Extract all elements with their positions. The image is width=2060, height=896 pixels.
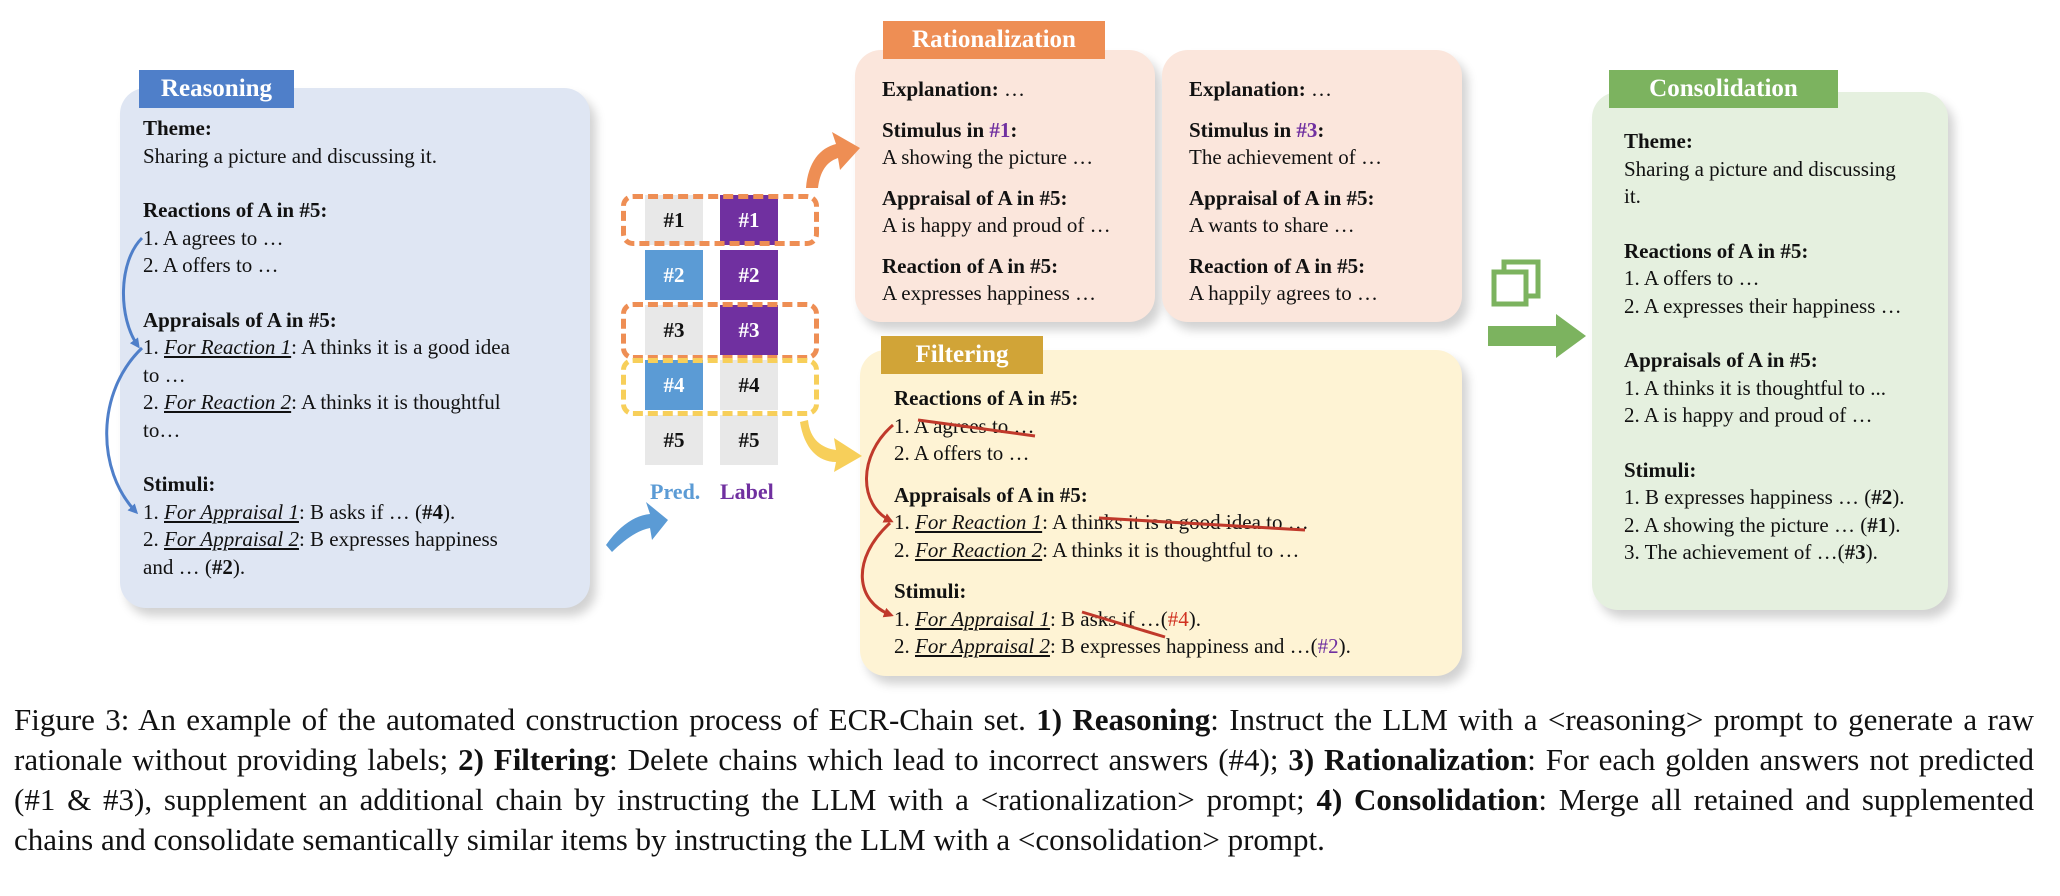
filtering-stimulus-1: 1. For Appraisal 1: B asks if …(#4). [894, 606, 1202, 631]
reasoning-reaction-1: 1. A agrees to … [143, 225, 284, 250]
rational-right-reaction-label: Reaction of A in #5: [1189, 253, 1366, 278]
rational-left-appraisal-text: A is happy and proud of … [882, 213, 1111, 237]
consolidation-theme-text-2: it. [1624, 184, 1641, 208]
rationalization-right-content: Explanation: … Stimulus in #3: The achie… [1189, 76, 1382, 308]
filtering-content: Reactions of A in #5: 1. A agrees to … 2… [894, 385, 1351, 661]
reasoning-appraisal-1: 1. For Reaction 1: A thinks it is a good… [143, 335, 510, 359]
label-cell-4: #4 [720, 360, 778, 410]
rational-right-appraisal-text: A wants to share … [1189, 213, 1355, 237]
rational-left-reaction-text: A expresses happiness … [882, 281, 1097, 305]
consolidation-panel [1592, 92, 1948, 610]
reasoning-appraisal-2: 2. For Reaction 2: A thinks it is though… [143, 390, 501, 414]
label-axis-label: Label [720, 479, 774, 504]
label-cell-1: #1 [720, 195, 778, 245]
reasoning-stimuli-label: Stimuli: [143, 472, 216, 496]
strike-appraisal-1 [1098, 516, 1306, 532]
pred-cell-3: #3 [645, 305, 703, 355]
consolidation-appraisal-1: 1. A thinks it is thoughtful to ... [1624, 375, 1886, 400]
reasoning-appraisals-label: Appraisals of A in #5: [143, 307, 337, 332]
consolidation-appraisals-label: Appraisals of A in #5: [1624, 348, 1818, 372]
rational-right-reaction-text: A happily agrees to … [1189, 281, 1378, 305]
consolidation-stimuli-label: Stimuli: [1624, 457, 1697, 482]
reasoning-stimulus-1: 1. For Appraisal 1: B asks if … (#4). [143, 499, 456, 524]
rational-right-stimulus-label: Stimulus in #3: [1189, 117, 1325, 142]
filtering-stimulus-2: 2. For Appraisal 2: B expresses happines… [894, 634, 1351, 658]
filtering-appraisals-label: Appraisals of A in #5: [894, 482, 1088, 507]
consolidation-theme-text-1: Sharing a picture and discussing [1624, 156, 1896, 181]
filtering-link-reaction-appraisal [865, 423, 894, 523]
arrow-reasoning-to-grid [606, 502, 668, 552]
reasoning-reaction-2: 2. A offers to … [143, 253, 279, 277]
label-cell-2: #2 [720, 250, 778, 300]
pred-cell-4: #4 [645, 360, 703, 410]
label-cell-5: #5 [720, 415, 778, 465]
rational-left-stimulus-label: Stimulus in #1: [882, 117, 1018, 142]
reasoning-appraisal-1-cont: to … [143, 362, 186, 387]
rational-right-explanation-label: Explanation: [1189, 77, 1306, 101]
rationalization-left-content: Explanation: … Stimulus in #1: A showing… [882, 76, 1111, 308]
filtering-stimuli-label: Stimuli: [894, 579, 967, 603]
rational-left-appraisal-label: Appraisal of A in #5: [882, 185, 1068, 210]
reasoning-stimulus-2: 2. For Appraisal 2: B expresses happines… [143, 527, 498, 551]
consolidation-stimulus-3: 3. The achievement of …(#3). [1624, 540, 1878, 564]
reasoning-reactions-label: Reactions of A in #5: [143, 198, 328, 222]
reasoning-link-reaction-appraisal [122, 236, 144, 349]
consolidation-reaction-2: 2. A expresses their happiness … [1624, 293, 1902, 318]
dashed-box-row-4 [621, 358, 819, 416]
pred-axis-label: Pred. [650, 479, 701, 504]
rational-left-reaction-label: Reaction of A in #5: [882, 253, 1059, 278]
consolidation-reactions-label: Reactions of A in #5: [1624, 238, 1809, 263]
connector-overlay [105, 132, 1586, 639]
consolidation-reaction-1: 1. A offers to … [1624, 266, 1760, 290]
filtering-link-appraisal-stimulus [860, 521, 894, 618]
reasoning-theme-text: Sharing a picture and discussing it. [143, 143, 437, 168]
rational-left-stimulus-text: A showing the picture … [882, 145, 1094, 169]
rational-left-explanation-label: Explanation: [882, 77, 999, 101]
arrow-grid-to-rationalization [806, 132, 860, 188]
reasoning-panel [120, 88, 590, 608]
consolidation-arrow-head [1556, 314, 1586, 358]
label-cell-3: #3 [720, 305, 778, 355]
reasoning-link-appraisal-stimulus [105, 346, 144, 515]
filtering-appraisal-2: 2. For Reaction 2: A thinks it is though… [894, 537, 1300, 562]
filtering-panel [860, 350, 1462, 676]
consolidation-content: Theme: Sharing a picture and discussing … [1624, 128, 1905, 567]
pred-cell-1: #1 [645, 195, 703, 245]
rational-right-appraisal-label: Appraisal of A in #5: [1189, 185, 1375, 210]
consolidation-tag: Consolidation [1609, 70, 1838, 108]
dashed-box-row-1 [621, 194, 819, 246]
consolidation-stimulus-2: 2. A showing the picture … (#1). [1624, 512, 1901, 537]
reasoning-stimulus-2-cont: and … (#2). [143, 554, 246, 579]
figure-caption: Figure 3: An example of the automated co… [14, 702, 2035, 857]
reasoning-appraisal-2-cont: to… [143, 417, 181, 442]
reasoning-tag: Reasoning [139, 70, 294, 108]
pred-cell-2: #2 [645, 250, 703, 300]
rational-right-stimulus-text: The achievement of … [1189, 145, 1382, 169]
reasoning-content: Theme: Sharing a picture and discussing … [143, 115, 510, 581]
strike-reaction-1 [917, 418, 1036, 438]
filtering-reaction-2: 2. A offers to … [894, 441, 1030, 465]
rationalization-tag: Rationalization [883, 21, 1105, 59]
pred-cell-5: #5 [645, 415, 703, 465]
reasoning-theme-label: Theme: [143, 116, 212, 140]
consolidation-stimulus-1: 1. B expresses happiness … (#2). [1624, 485, 1905, 509]
rationalization-panel-left [855, 50, 1155, 322]
merge-copy-icon [1491, 259, 1541, 307]
rationalization-panel-right [1162, 50, 1462, 322]
filtering-tag: Filtering [881, 336, 1043, 374]
arrow-grid-to-filtering [800, 420, 862, 472]
consolidation-arrow-shaft [1488, 326, 1556, 346]
filtering-reactions-label: Reactions of A in #5: [894, 386, 1079, 410]
dashed-box-row-3 [621, 302, 819, 360]
consolidation-theme-label: Theme: [1624, 129, 1693, 153]
strike-stimulus-1 [1081, 610, 1166, 639]
consolidation-appraisal-2: 2. A is happy and proud of … [1624, 403, 1873, 427]
